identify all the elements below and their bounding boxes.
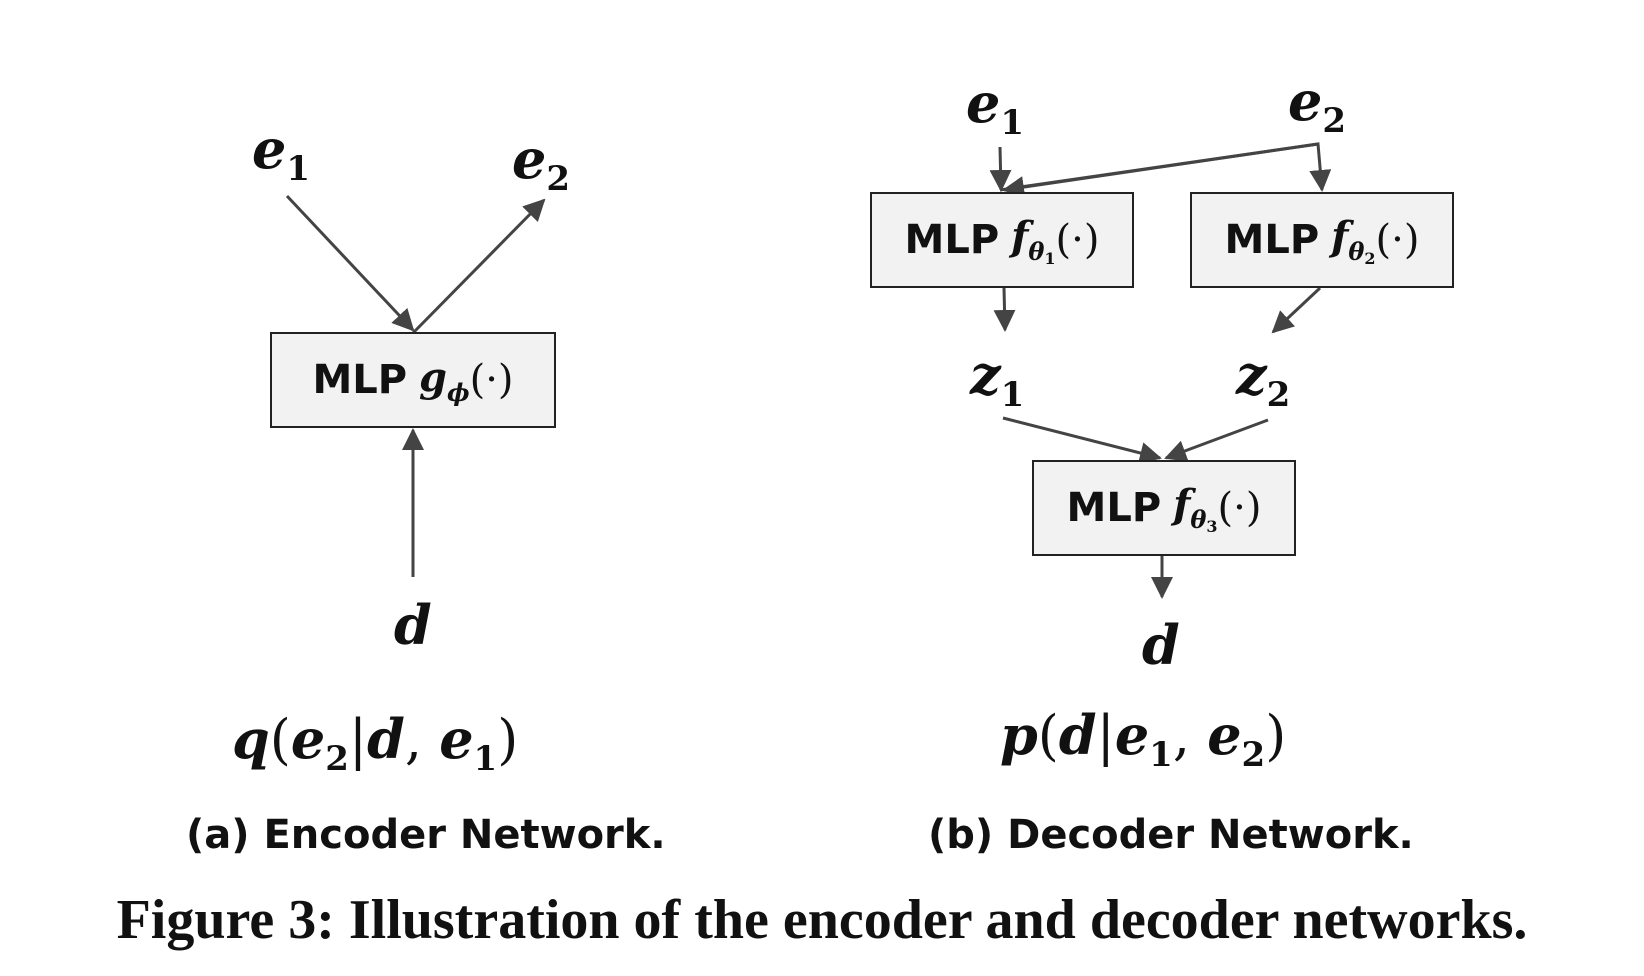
decoder-mlp-box-1: MLP fθ1 (·) [870, 192, 1134, 288]
arrow-z2-to-f3 [1164, 418, 1269, 462]
decoder-mlp-box-3: MLP fθ3 (·) [1032, 460, 1296, 556]
decoder-z2-node: z2 [1236, 343, 1291, 415]
decoder-formula: p(d|e1, e2) [1000, 703, 1287, 775]
decoder-z1-node: z1 [970, 343, 1025, 415]
figure-caption: Figure 3: Illustration of the encoder an… [116, 889, 1528, 951]
arrow-g-to-e2 [411, 198, 546, 335]
decoder-e2-node: e2 [1288, 69, 1347, 141]
arrow-e1-to-f1 [989, 146, 1012, 192]
decoder-caption: (b) Decoder Network. [928, 812, 1414, 858]
encoder-e1-node: e1 [252, 117, 311, 189]
arrow-e2-to-f1 [1002, 142, 1319, 198]
encoder-formula: q(e2|d, e1) [232, 707, 519, 779]
decoder-d-node: d [1142, 613, 1180, 677]
arrow-f1-to-z1 [993, 287, 1016, 332]
arrow-e1-to-g [285, 194, 415, 332]
arrow-f2-to-z2 [1271, 286, 1322, 334]
encoder-mlp-box: MLP gϕ (·) [270, 332, 556, 428]
encoder-e2-node: e2 [512, 127, 571, 199]
arrow-z1-to-f3 [1002, 416, 1162, 464]
decoder-e1-node: e1 [966, 71, 1025, 143]
encoder-caption: (a) Encoder Network. [186, 812, 666, 858]
decoder-mlp-box-2: MLP fθ2 (·) [1190, 192, 1454, 288]
encoder-d-node: d [394, 593, 432, 657]
